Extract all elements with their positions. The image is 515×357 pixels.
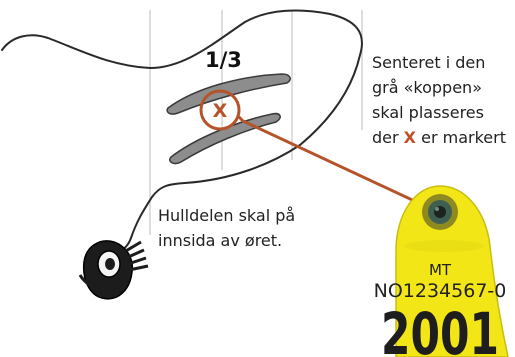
applicator-core [105, 258, 115, 270]
instruction-line-4-before: der [372, 128, 404, 147]
ear-ridges [167, 74, 290, 163]
instruction-line-1: Senteret i den [372, 53, 485, 72]
instruction-line-2: grå «koppen» [372, 78, 482, 97]
ear-outline [2, 10, 362, 238]
instruction-x-marker: X [404, 128, 417, 147]
ear-tag: MT NO1234567-0 2001 [374, 186, 508, 357]
instruction-line-4: der X er markert [372, 128, 506, 147]
instruction-line-4-after: er markert [416, 128, 506, 147]
fraction-label: 1/3 [205, 48, 242, 72]
tag-hole-highlight [435, 207, 439, 211]
note-line-2: innsida av øret. [158, 231, 282, 250]
tag-number: 2001 [381, 300, 499, 357]
instruction-line-3: skal plasseres [372, 103, 484, 122]
hole-side-note: Hulldelen skal på innsida av øret. [158, 206, 295, 250]
placement-instruction: Senteret i den grå «koppen» skal plasser… [372, 53, 506, 147]
tag-line-mt: MT [429, 261, 452, 279]
tag-applicator-illustration [80, 241, 148, 299]
tag-line-id: NO1234567-0 [374, 280, 507, 302]
note-line-1: Hulldelen skal på [158, 206, 295, 225]
marker-x: X [213, 100, 228, 122]
ear-tag-neck-shadow [404, 240, 484, 252]
